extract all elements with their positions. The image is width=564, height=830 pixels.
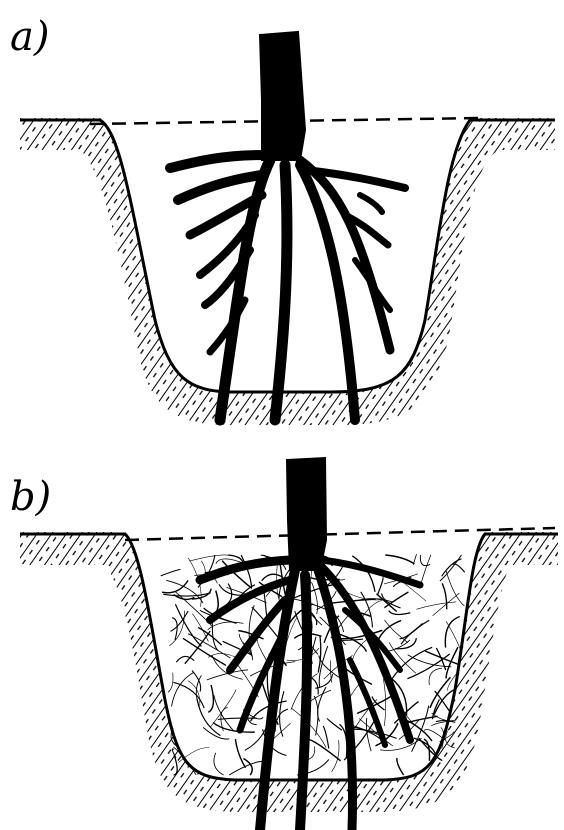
fine-root — [377, 594, 397, 612]
fine-root — [377, 578, 383, 596]
panel-a-trunk — [260, 32, 305, 160]
panel-a-root-2 — [275, 165, 287, 420]
fine-root — [208, 622, 244, 630]
fine-root — [385, 555, 414, 564]
panel-a-root-7 — [178, 175, 262, 200]
panel-b-label: b) — [10, 474, 51, 520]
fine-root — [257, 640, 266, 660]
fine-root — [352, 556, 375, 592]
fine-root — [366, 718, 371, 751]
panel-a-root-3 — [300, 165, 355, 420]
fine-root — [429, 668, 442, 685]
fine-root — [214, 753, 224, 775]
fine-root — [208, 685, 213, 712]
fine-root — [416, 602, 456, 610]
fine-root — [168, 673, 173, 693]
fine-root — [383, 679, 385, 726]
panel-b-root-system — [200, 458, 420, 830]
fine-root — [189, 555, 229, 561]
fine-root — [309, 739, 341, 761]
fine-root — [318, 687, 326, 722]
fine-root — [161, 569, 181, 576]
fine-root — [185, 631, 210, 664]
fine-root — [397, 758, 404, 775]
panel-a-root-13 — [355, 260, 390, 310]
panel-a-root-14 — [360, 195, 382, 212]
fine-root — [389, 611, 411, 615]
panel-b-root-2 — [300, 575, 307, 830]
fine-root — [175, 604, 201, 646]
panel-a-label: a) — [10, 14, 49, 60]
panel-b: b) — [10, 458, 558, 830]
panel-a: a) — [10, 14, 555, 425]
fine-root — [235, 739, 245, 768]
fine-root — [323, 726, 329, 748]
fine-root — [213, 723, 255, 733]
panel-b-trunk — [287, 458, 326, 570]
fine-root — [176, 656, 194, 662]
fine-root — [442, 559, 462, 577]
fine-root — [440, 555, 462, 581]
panel-b-soil-hatching — [20, 532, 558, 812]
fine-root — [264, 591, 267, 617]
fine-root — [384, 592, 408, 608]
panel-a-root-system — [170, 32, 405, 420]
panel-a-root-6 — [170, 155, 265, 168]
fine-root — [214, 695, 234, 731]
fine-root — [400, 624, 423, 639]
fine-root — [318, 636, 321, 673]
fine-root — [446, 570, 465, 606]
